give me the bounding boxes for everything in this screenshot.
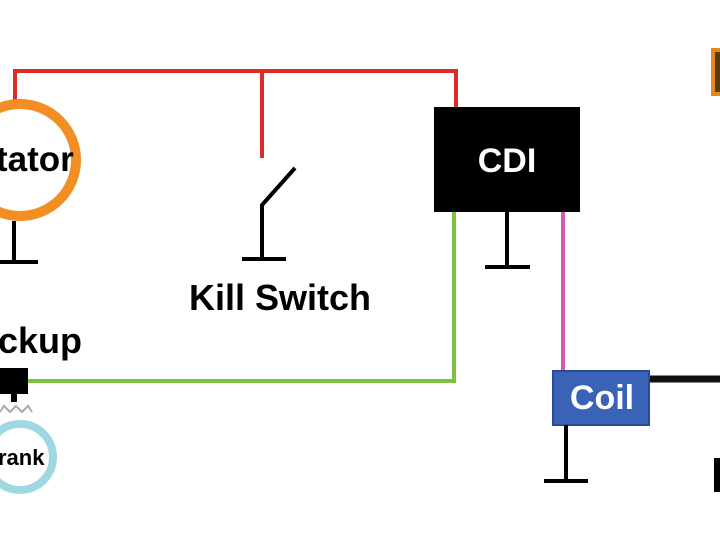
stator-ground-icon: [0, 221, 38, 264]
pickup: ckup: [0, 320, 82, 414]
red-wire: [13, 69, 458, 158]
cdi-box: [434, 107, 580, 212]
kill-switch-label: Kill Switch: [189, 277, 371, 318]
corner-logo-fragment-inner: [715, 52, 720, 92]
kill-switch: [242, 166, 297, 261]
coil-ground-icon: [544, 425, 588, 483]
crank-label: rank: [0, 445, 45, 470]
spark-plug-fragment: [714, 458, 720, 492]
stator-ring: [0, 99, 81, 221]
cdi-unit: CDI: [434, 107, 580, 269]
stator-label: tator: [0, 140, 74, 179]
pickup-sensor: [0, 368, 28, 394]
coil-box: [552, 370, 650, 426]
crank: rank: [0, 420, 57, 494]
crank-ring: [0, 420, 57, 494]
coil-label: Coil: [570, 379, 634, 417]
stator: tator: [0, 99, 81, 264]
green-wire: [22, 210, 456, 383]
cdi-ground-icon: [485, 212, 530, 269]
kill-switch-icon: [260, 166, 297, 258]
cdi-label: CDI: [478, 142, 537, 180]
coil-unit: Coil: [544, 370, 650, 483]
pickup-label: ckup: [0, 320, 82, 361]
crank-teeth-icon: [0, 404, 33, 414]
